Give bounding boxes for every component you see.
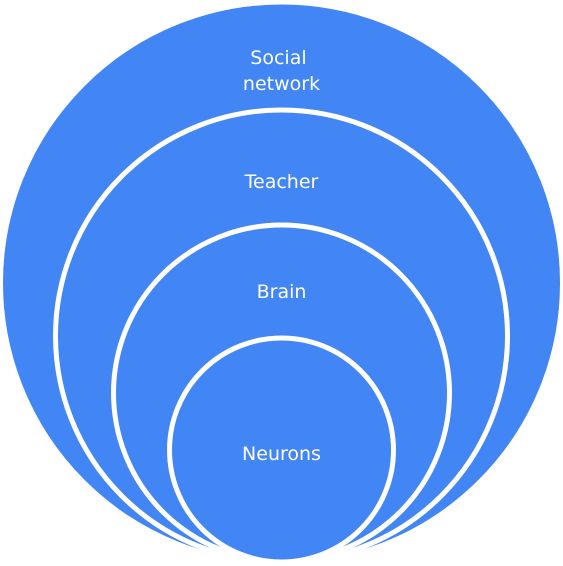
label-neurons-line-1: Neurons (242, 443, 321, 465)
label-neurons: Neurons (242, 443, 321, 465)
label-teacher-line-1: Teacher (244, 171, 319, 193)
label-social-network-line-1: Social (250, 47, 306, 69)
label-teacher: Teacher (244, 171, 319, 193)
circle-neurons (167, 335, 396, 565)
label-social-network: Social network (243, 47, 320, 95)
label-social-network-line-2: network (243, 73, 320, 95)
label-brain: Brain (257, 281, 307, 303)
label-brain-line-1: Brain (257, 281, 307, 303)
